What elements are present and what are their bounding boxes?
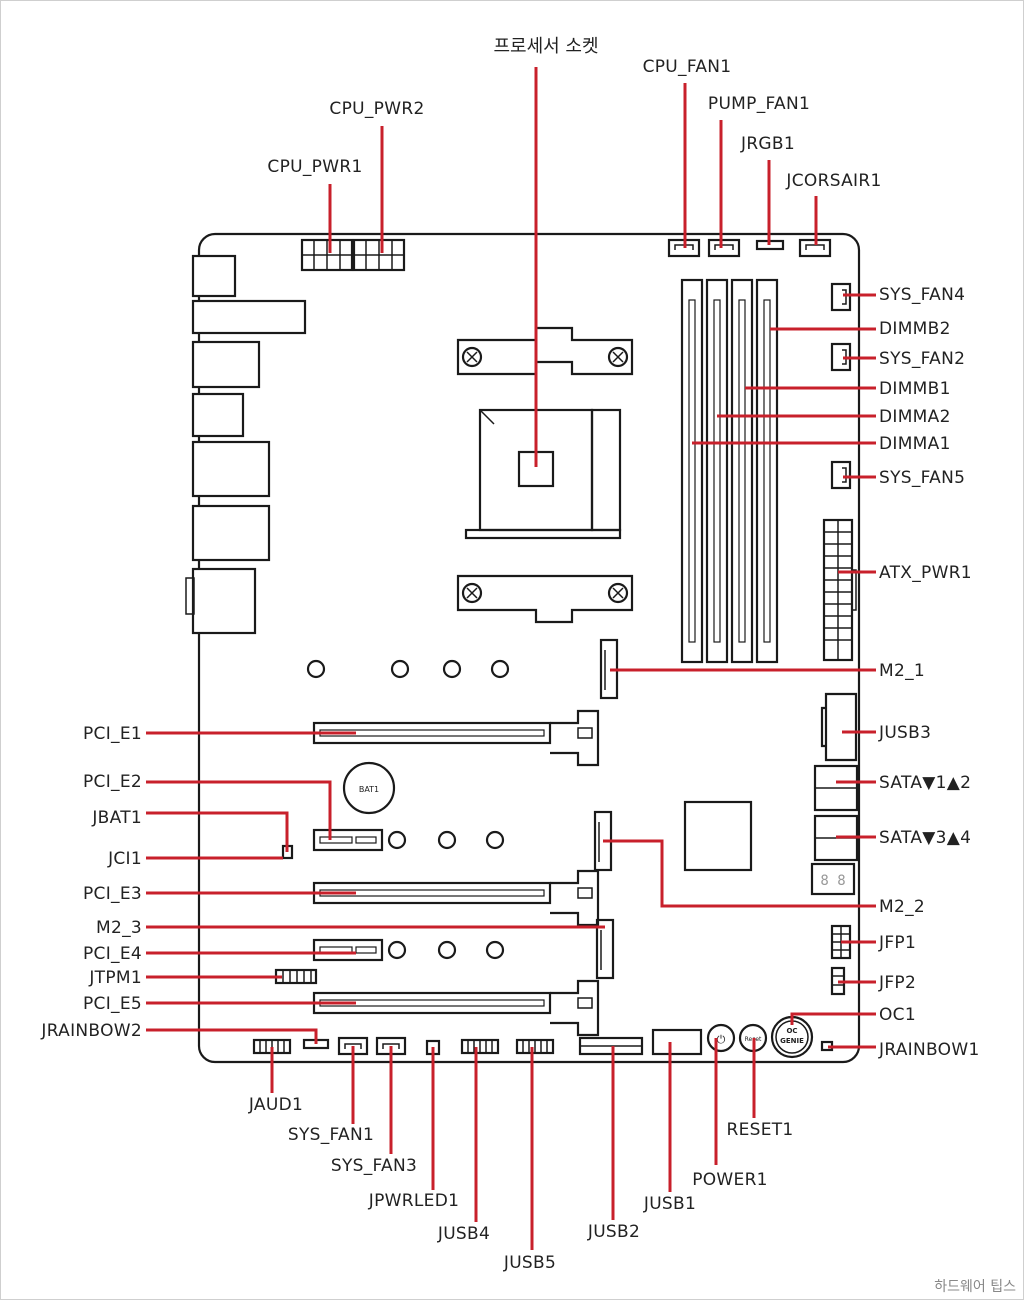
label-m2-2: M2_2	[879, 897, 925, 917]
label-pci-e1: PCI_E1	[83, 724, 142, 744]
label-jusb4: JUSB4	[437, 1224, 490, 1244]
pci-e1-slot	[312, 709, 600, 767]
label-atx-pwr1: ATX_PWR1	[879, 563, 972, 583]
label-reset1: RESET1	[726, 1120, 793, 1140]
label-sata-1-2: SATA▼1▲2	[879, 773, 971, 793]
label-m2-3: M2_3	[96, 918, 142, 938]
labels-bottom: JAUD1 SYS_FAN1 SYS_FAN3 JPWRLED1 JUSB4 J…	[248, 1095, 793, 1273]
label-sys-fan2: SYS_FAN2	[879, 349, 965, 369]
label-jusb2: JUSB2	[587, 1222, 640, 1242]
label-pci-e4: PCI_E4	[83, 944, 142, 964]
label-sata-3-4: SATA▼3▲4	[879, 828, 971, 848]
label-jusb1: JUSB1	[643, 1194, 696, 1214]
label-jrainbow2: JRAINBOW2	[40, 1021, 142, 1041]
labels-right: SYS_FAN4 DIMMB2 SYS_FAN2 DIMMB1 DIMMA2 D…	[878, 285, 980, 1060]
label-pci-e5: PCI_E5	[83, 994, 142, 1014]
cpu-socket	[464, 408, 622, 540]
label-dimma1: DIMMA1	[879, 434, 951, 454]
debug-led-digits: 8 8	[820, 873, 845, 889]
label-jpwrled1: JPWRLED1	[368, 1191, 459, 1211]
oc-genie-text-bottom: GENIE	[780, 1037, 804, 1045]
label-jaud1: JAUD1	[248, 1095, 303, 1115]
sata-1-2-ports	[813, 764, 859, 812]
label-cpu-socket: 프로세서 소켓	[493, 36, 598, 57]
label-pci-e2: PCI_E2	[83, 772, 142, 792]
label-oc1: OC1	[879, 1005, 916, 1025]
label-jfp1: JFP1	[878, 933, 916, 953]
label-pump-fan1: PUMP_FAN1	[708, 94, 810, 114]
label-jusb3: JUSB3	[878, 723, 931, 743]
label-sys-fan4: SYS_FAN4	[879, 285, 965, 305]
label-jusb5: JUSB5	[503, 1253, 556, 1273]
dimm-slots	[680, 278, 779, 664]
battery-label: BAT1	[359, 785, 379, 794]
label-cpu-pwr2: CPU_PWR2	[329, 99, 424, 119]
pci-e2-slot	[312, 828, 384, 852]
label-pci-e3: PCI_E3	[83, 884, 142, 904]
label-cpu-fan1: CPU_FAN1	[643, 57, 732, 77]
label-dimma2: DIMMA2	[879, 407, 951, 427]
label-dimmb2: DIMMB2	[879, 319, 951, 339]
leader-lines	[146, 67, 876, 1250]
mounting-holes	[306, 659, 510, 960]
label-jtpm1: JTPM1	[88, 968, 142, 988]
label-power1: POWER1	[692, 1170, 768, 1190]
label-sys-fan5: SYS_FAN5	[879, 468, 965, 488]
power-button: ⏻	[706, 1023, 736, 1053]
pci-e5-slot	[312, 979, 600, 1037]
label-jfp2: JFP2	[878, 973, 916, 993]
label-dimmb1: DIMMB1	[879, 379, 951, 399]
label-m2-1: M2_1	[879, 661, 925, 681]
label-jbat1: JBAT1	[91, 808, 142, 828]
m2-3-slot	[595, 918, 615, 980]
labels-left: PCI_E1 PCI_E2 JBAT1 JCI1 PCI_E3 M2_3 PCI…	[40, 724, 142, 1041]
label-jrgb1: JRGB1	[740, 134, 795, 154]
rear-io-ports	[185, 254, 307, 635]
cpu-pwr1-connector	[300, 238, 354, 272]
label-jci1: JCI1	[107, 849, 142, 869]
label-jcorsair1: JCORSAIR1	[785, 171, 881, 191]
chipset	[683, 800, 753, 872]
cpu-retention-bracket-top	[456, 326, 634, 376]
atx-pwr1-connector	[822, 518, 857, 662]
pci-e4-slot	[312, 938, 384, 962]
label-cpu-pwr1: CPU_PWR1	[267, 157, 362, 177]
watermark: 하드웨어 팁스	[934, 1279, 1016, 1295]
pci-e3-slot	[312, 869, 600, 927]
cmos-battery: BAT1	[342, 761, 396, 815]
cpu-pwr2-connector	[352, 238, 406, 272]
label-jrainbow1: JRAINBOW1	[878, 1040, 980, 1060]
oc-genie-text-top: OC	[786, 1027, 797, 1035]
right-fan-headers	[830, 282, 852, 490]
jusb3-connector	[820, 692, 858, 762]
label-sys-fan1: SYS_FAN1	[288, 1125, 374, 1145]
board-outline	[197, 232, 861, 1064]
cpu-retention-bracket-bottom	[456, 574, 634, 624]
top-fan-headers	[667, 238, 832, 258]
power-button-symbol: ⏻	[717, 1033, 726, 1046]
labels-top: 프로세서 소켓 CPU_FAN1 PUMP_FAN1 CPU_PWR2 CPU_…	[267, 36, 881, 191]
debug-led-display: 8 8	[810, 862, 856, 896]
label-sys-fan3: SYS_FAN3	[331, 1156, 417, 1176]
